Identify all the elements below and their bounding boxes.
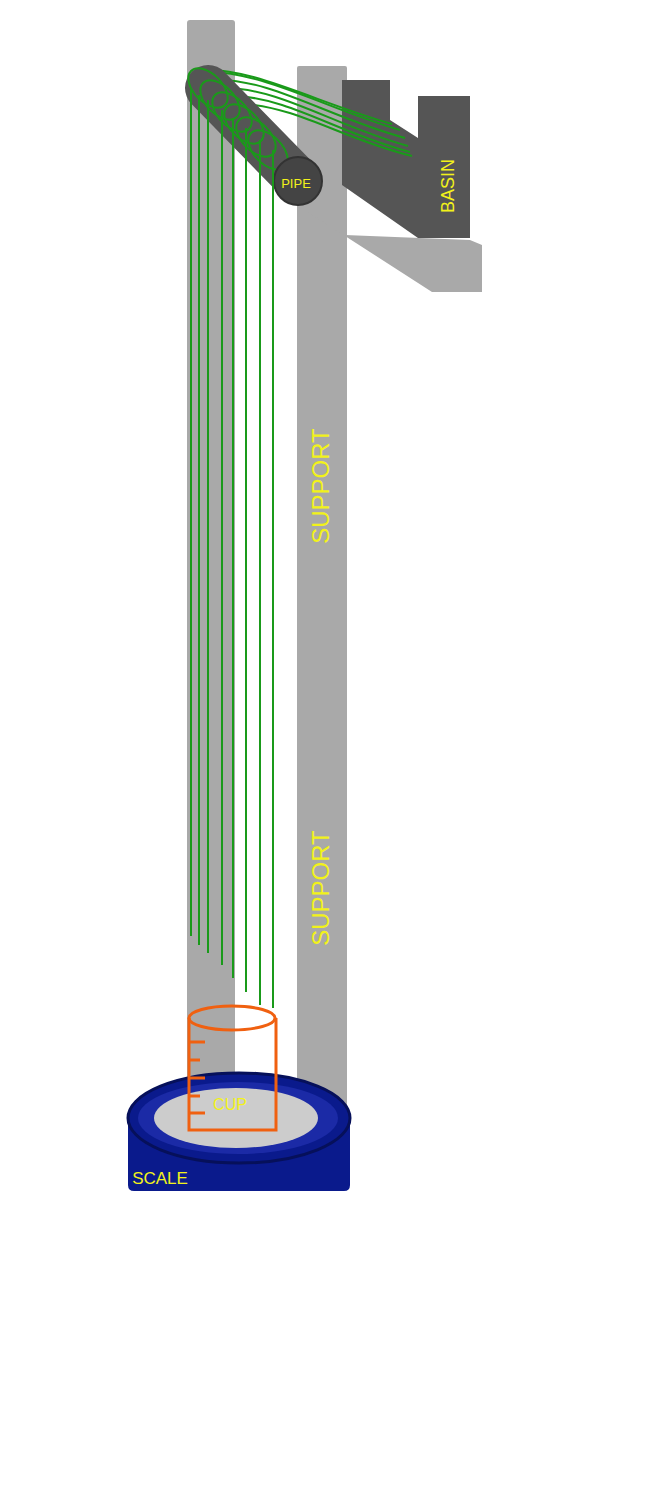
scale-plate [154, 1088, 318, 1148]
part-label: SUPPORT [309, 428, 333, 544]
part-label: SCALE [132, 1170, 188, 1187]
hanging-strands [191, 90, 273, 1008]
basin-shape [342, 80, 470, 238]
scale-top [128, 1073, 350, 1163]
cup-shape [189, 1006, 276, 1130]
part-label: BASIN [439, 159, 457, 213]
part-label: PIPE [281, 177, 311, 190]
part-label: SUPPORT [309, 830, 333, 946]
part-label: CUP [213, 1097, 247, 1113]
back-post [187, 20, 235, 1120]
scale-rim [138, 1082, 338, 1154]
pipe-end [274, 157, 322, 205]
